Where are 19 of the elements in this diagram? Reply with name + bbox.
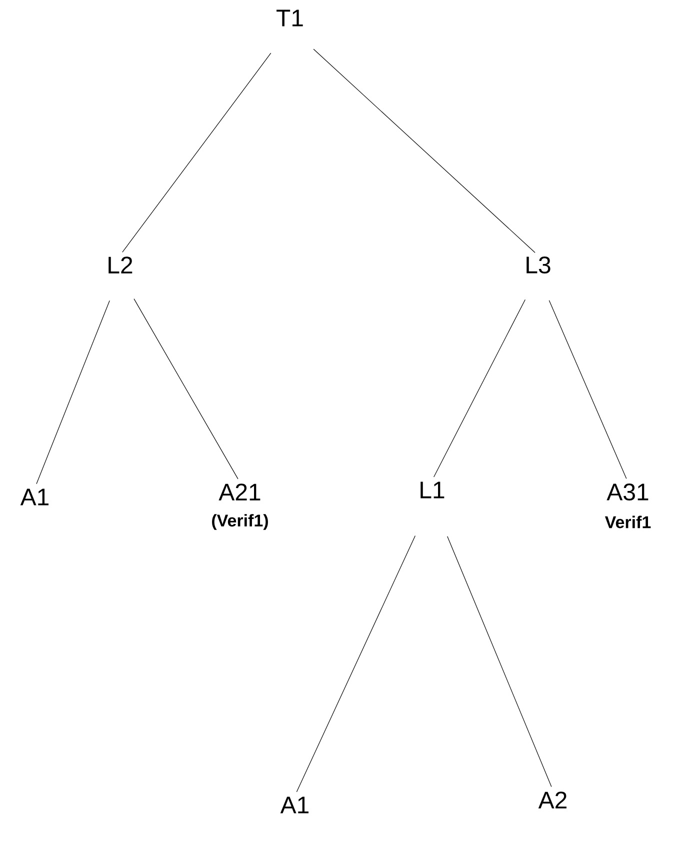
node-label: L1 — [420, 482, 444, 498]
node-label: A21 — [218, 484, 260, 500]
node-label: A1 — [20, 488, 48, 506]
node-note: Verif1 — [604, 516, 651, 528]
tree-line — [134, 298, 238, 480]
tree-line — [548, 300, 627, 479]
tree-line — [122, 52, 272, 253]
node-label: T1 — [276, 10, 303, 26]
node-label: L2 — [108, 256, 132, 274]
node-label: A2 — [538, 792, 566, 808]
tree-line — [313, 48, 536, 253]
tree-line — [36, 300, 110, 484]
node-note: (Verif1) — [212, 514, 268, 530]
node-label: L3 — [526, 256, 550, 274]
node-label: A31 — [606, 484, 648, 500]
node-label: A1 — [280, 796, 308, 814]
tree-line — [296, 535, 416, 792]
tree-line — [447, 536, 552, 788]
tree-line — [434, 299, 526, 478]
